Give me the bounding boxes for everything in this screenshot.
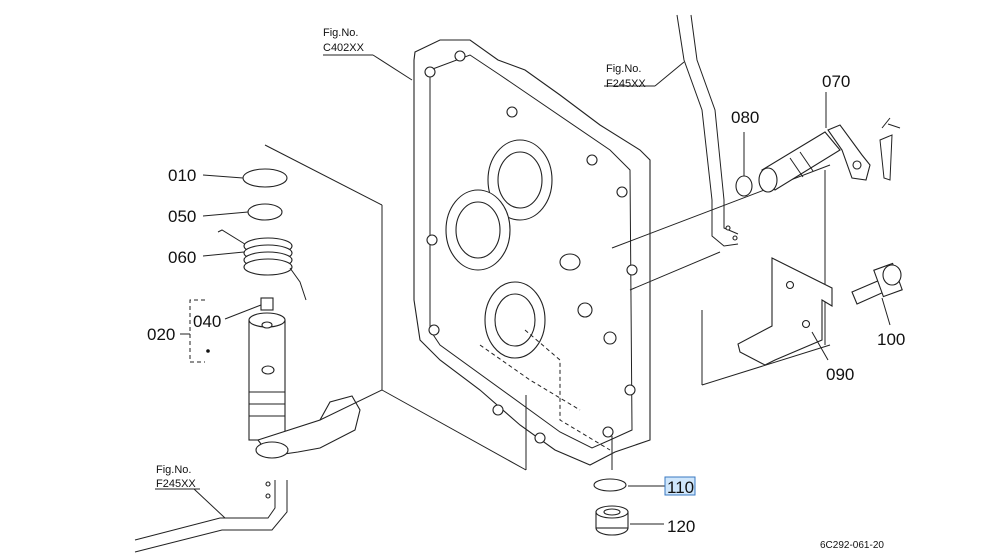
callout-120[interactable]: 120 — [667, 517, 695, 536]
spring-060 — [217, 229, 307, 301]
callout-010[interactable]: 010 — [168, 166, 196, 185]
upper-control-rod — [604, 14, 739, 247]
lever-shaft-070 — [758, 117, 901, 193]
diagram-code: 6C292-061-20 — [820, 540, 884, 551]
assembly-guide-lines — [264, 144, 831, 471]
fig-ref-c402-prefix: Fig.No. — [323, 27, 358, 39]
o-ring-050 — [247, 203, 283, 221]
lower-control-rod — [134, 480, 288, 553]
bolt-100 — [851, 262, 903, 326]
callout-090[interactable]: 090 — [826, 365, 854, 384]
leader-c402-diag — [372, 54, 413, 81]
fig-ref-f245-bottom-code[interactable]: F245XX — [156, 478, 196, 490]
o-ring-010 — [242, 168, 288, 188]
pin-040 — [260, 297, 274, 311]
bracket-090 — [737, 257, 833, 366]
o-ring-080 — [735, 175, 753, 197]
left-shaft-assembly — [180, 168, 361, 459]
fig-ref-f245-top-prefix: Fig.No. — [606, 63, 641, 75]
callout-040[interactable]: 040 — [193, 312, 221, 331]
shaft-body — [248, 312, 286, 441]
callout-050[interactable]: 050 — [168, 207, 196, 226]
fig-ref-f245-top-code[interactable]: F245XX — [606, 78, 646, 90]
gear-case-housing — [413, 39, 651, 466]
arm-boss — [255, 441, 289, 459]
highlight-110 — [664, 476, 696, 496]
callout-070[interactable]: 070 — [822, 72, 850, 91]
callout-060[interactable]: 060 — [168, 248, 196, 267]
callout-110[interactable]: 110 — [667, 478, 694, 497]
fig-ref-f245-bottom-prefix: Fig.No. — [156, 464, 191, 476]
o-ring-110 — [593, 478, 627, 492]
callout-100[interactable]: 100 — [877, 330, 905, 349]
callout-080[interactable]: 080 — [731, 108, 759, 127]
callout-020[interactable]: 020 — [147, 325, 175, 344]
plug-120 — [595, 505, 664, 536]
fig-ref-c402-code[interactable]: C402XX — [323, 42, 365, 54]
